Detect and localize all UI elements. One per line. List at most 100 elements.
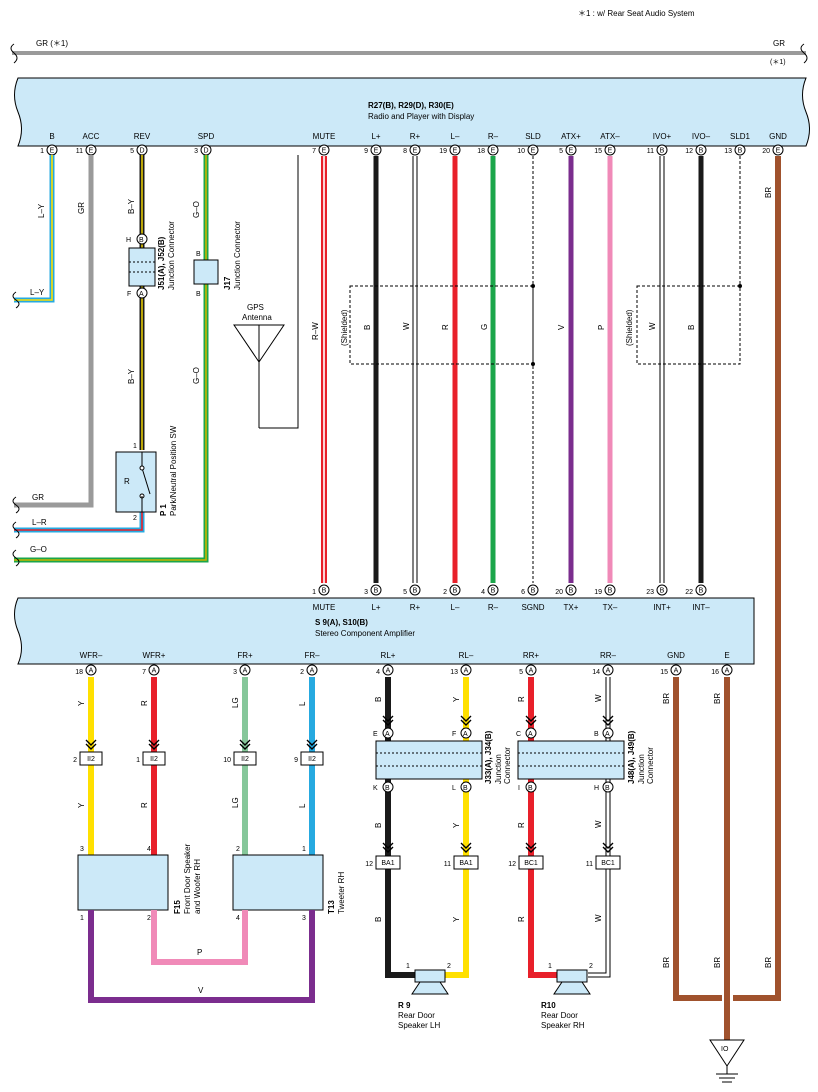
amp-bottom-pin-number: 15 [660, 669, 668, 676]
j51-bot-conn: A [139, 291, 144, 298]
bc1-box [518, 855, 544, 870]
wire-rlplus-color-2: B [374, 823, 383, 828]
junction-chevron-icon [382, 715, 394, 726]
amp-box: S 9(A), S10(B) Stereo Component Amplifie… [14, 597, 755, 665]
amp-top-pin-label: SGND [521, 603, 544, 612]
j51-bot-pin: F [127, 291, 131, 298]
j33-name2: Connector [503, 747, 512, 784]
amp-bottom-pin-conn: A [310, 668, 315, 675]
gps-line1: GPS [247, 303, 264, 312]
bc1-box-label: BC1 [601, 860, 615, 867]
wire-spd-color: G–O [192, 201, 201, 218]
amp-bottom-pin-label: FR– [304, 651, 320, 660]
wire-rev-color: B–Y [127, 198, 136, 214]
radio-pin-number: 12 [685, 148, 693, 155]
amp-top-pin-number: 6 [521, 589, 525, 596]
amp-bottom-pin-number: 18 [75, 669, 83, 676]
radio-pin-number: 10 [517, 148, 525, 155]
f15-front-door-speaker: 3 4 1 2 F15 Front Door Speaker and Woofe… [77, 843, 202, 922]
r10-pin1: 1 [548, 963, 552, 970]
amp-top-pin-conn: B [491, 588, 496, 595]
t13-ref: T13 [327, 900, 336, 914]
radio-pin-conn: B [660, 148, 665, 155]
wire-v-color: V [198, 986, 204, 995]
j33-name1: Junction [494, 754, 503, 784]
t13-tweeter: 2 1 4 3 T13 Tweeter RH [232, 846, 346, 922]
amp-bottom-pin-number: 4 [376, 669, 380, 676]
amp-bottom-pin-ring [602, 664, 614, 676]
j51-top-conn: B [139, 237, 144, 244]
amp-bottom-pin-conn: A [606, 668, 611, 675]
bc1-pin-number: 11 [586, 861, 593, 868]
ba1-box-label: BA1 [459, 860, 472, 867]
amp-top-pin-label: TX+ [564, 603, 579, 612]
amp-bottom-pin-label: WFR– [80, 651, 103, 660]
radio-pin-number: 1 [40, 148, 44, 155]
amp-top-pin-conn: B [413, 588, 418, 595]
amp-bottom-pin-ring [239, 664, 251, 676]
amp-top-pin-label: TX– [603, 603, 618, 612]
wire-gr-left: GR [32, 493, 44, 502]
wire-mute-color: R–W [311, 322, 320, 340]
wire-spd-color-2: G–O [192, 367, 201, 384]
amp-top-pin-conn: B [531, 588, 536, 595]
gps-line2: Antenna [242, 313, 272, 322]
shield-box-left: (Shielded) [340, 284, 535, 366]
speaker-link-wires: P V [88, 910, 315, 1003]
j48-bl-pin: I [518, 785, 520, 792]
amp-top-pin-number: 1 [312, 589, 316, 596]
amp-top-pin-label: MUTE [313, 603, 336, 612]
j48-tl-pin: C [516, 731, 521, 738]
wire-ampe-color-2: BR [713, 957, 722, 968]
radio-pin-ring [772, 144, 784, 156]
amp-bottom-pin-conn: A [243, 668, 248, 675]
r10-pin2: 2 [589, 963, 593, 970]
amp-top-pin-number: 20 [555, 589, 563, 596]
top-wire-right-note: (＊1) [770, 59, 786, 66]
p1-name: Park/Neutral Position SW [169, 425, 178, 516]
j48-br-conn: B [605, 785, 610, 792]
radio-pin-number: 18 [477, 148, 485, 155]
r9-pin2: 2 [447, 963, 451, 970]
p1-ref: P 1 [159, 504, 168, 516]
bc1-box [595, 855, 621, 870]
f15-pin1: 1 [80, 915, 84, 922]
wire-wfrplus-color: R [140, 700, 149, 706]
radio-pin-label: ATX+ [561, 132, 581, 141]
radio-pin-conn: E [491, 148, 496, 155]
amp-bottom-pin-label: WFR+ [143, 651, 166, 660]
j48-tr-conn: A [605, 731, 610, 738]
wire-ampe-color: BR [713, 693, 722, 704]
j33-tr-conn: A [463, 731, 468, 738]
radio-pin-number: 20 [762, 148, 770, 155]
radio-pin-conn: E [453, 148, 458, 155]
f15-name1: Front Door Speaker [183, 843, 192, 914]
f15-pin4: 4 [147, 846, 151, 853]
ii2-box-label: II2 [241, 756, 249, 763]
wire-wfrminus-color: Y [77, 700, 86, 706]
radio-pin-label: L+ [371, 132, 380, 141]
wire-acc-color: GR [77, 202, 86, 214]
amp-top-pin-number: 4 [481, 589, 485, 596]
amp-bottom-pin-conn: A [674, 668, 679, 675]
j33-bl-conn: B [385, 785, 390, 792]
amp-bottom-pin-number: 16 [711, 669, 719, 676]
amp-top-pin-ring [370, 584, 382, 596]
amp-top-pin-number: 19 [594, 589, 602, 596]
radio-pin-label: B [49, 132, 54, 141]
amp-top-pin-conn: B [660, 588, 665, 595]
f15-pin2: 2 [147, 915, 151, 922]
wire-rlplus-color: B [374, 697, 383, 702]
radio-pin-label: L– [451, 132, 460, 141]
radio-pin-number: 5 [130, 148, 134, 155]
amp-top-pin-ring [565, 584, 577, 596]
wire-lr-left: L–R [32, 518, 47, 527]
wire-go-left: G–O [30, 545, 47, 554]
radio-pin-number: 7 [312, 148, 316, 155]
wire-wfrminus-color-2: Y [77, 802, 86, 808]
wire-lplus-color: B [363, 325, 372, 330]
amp-bottom-pin-label: RL+ [381, 651, 396, 660]
r9-pin1: 1 [406, 963, 410, 970]
wire-frminus-color: L [298, 701, 307, 706]
